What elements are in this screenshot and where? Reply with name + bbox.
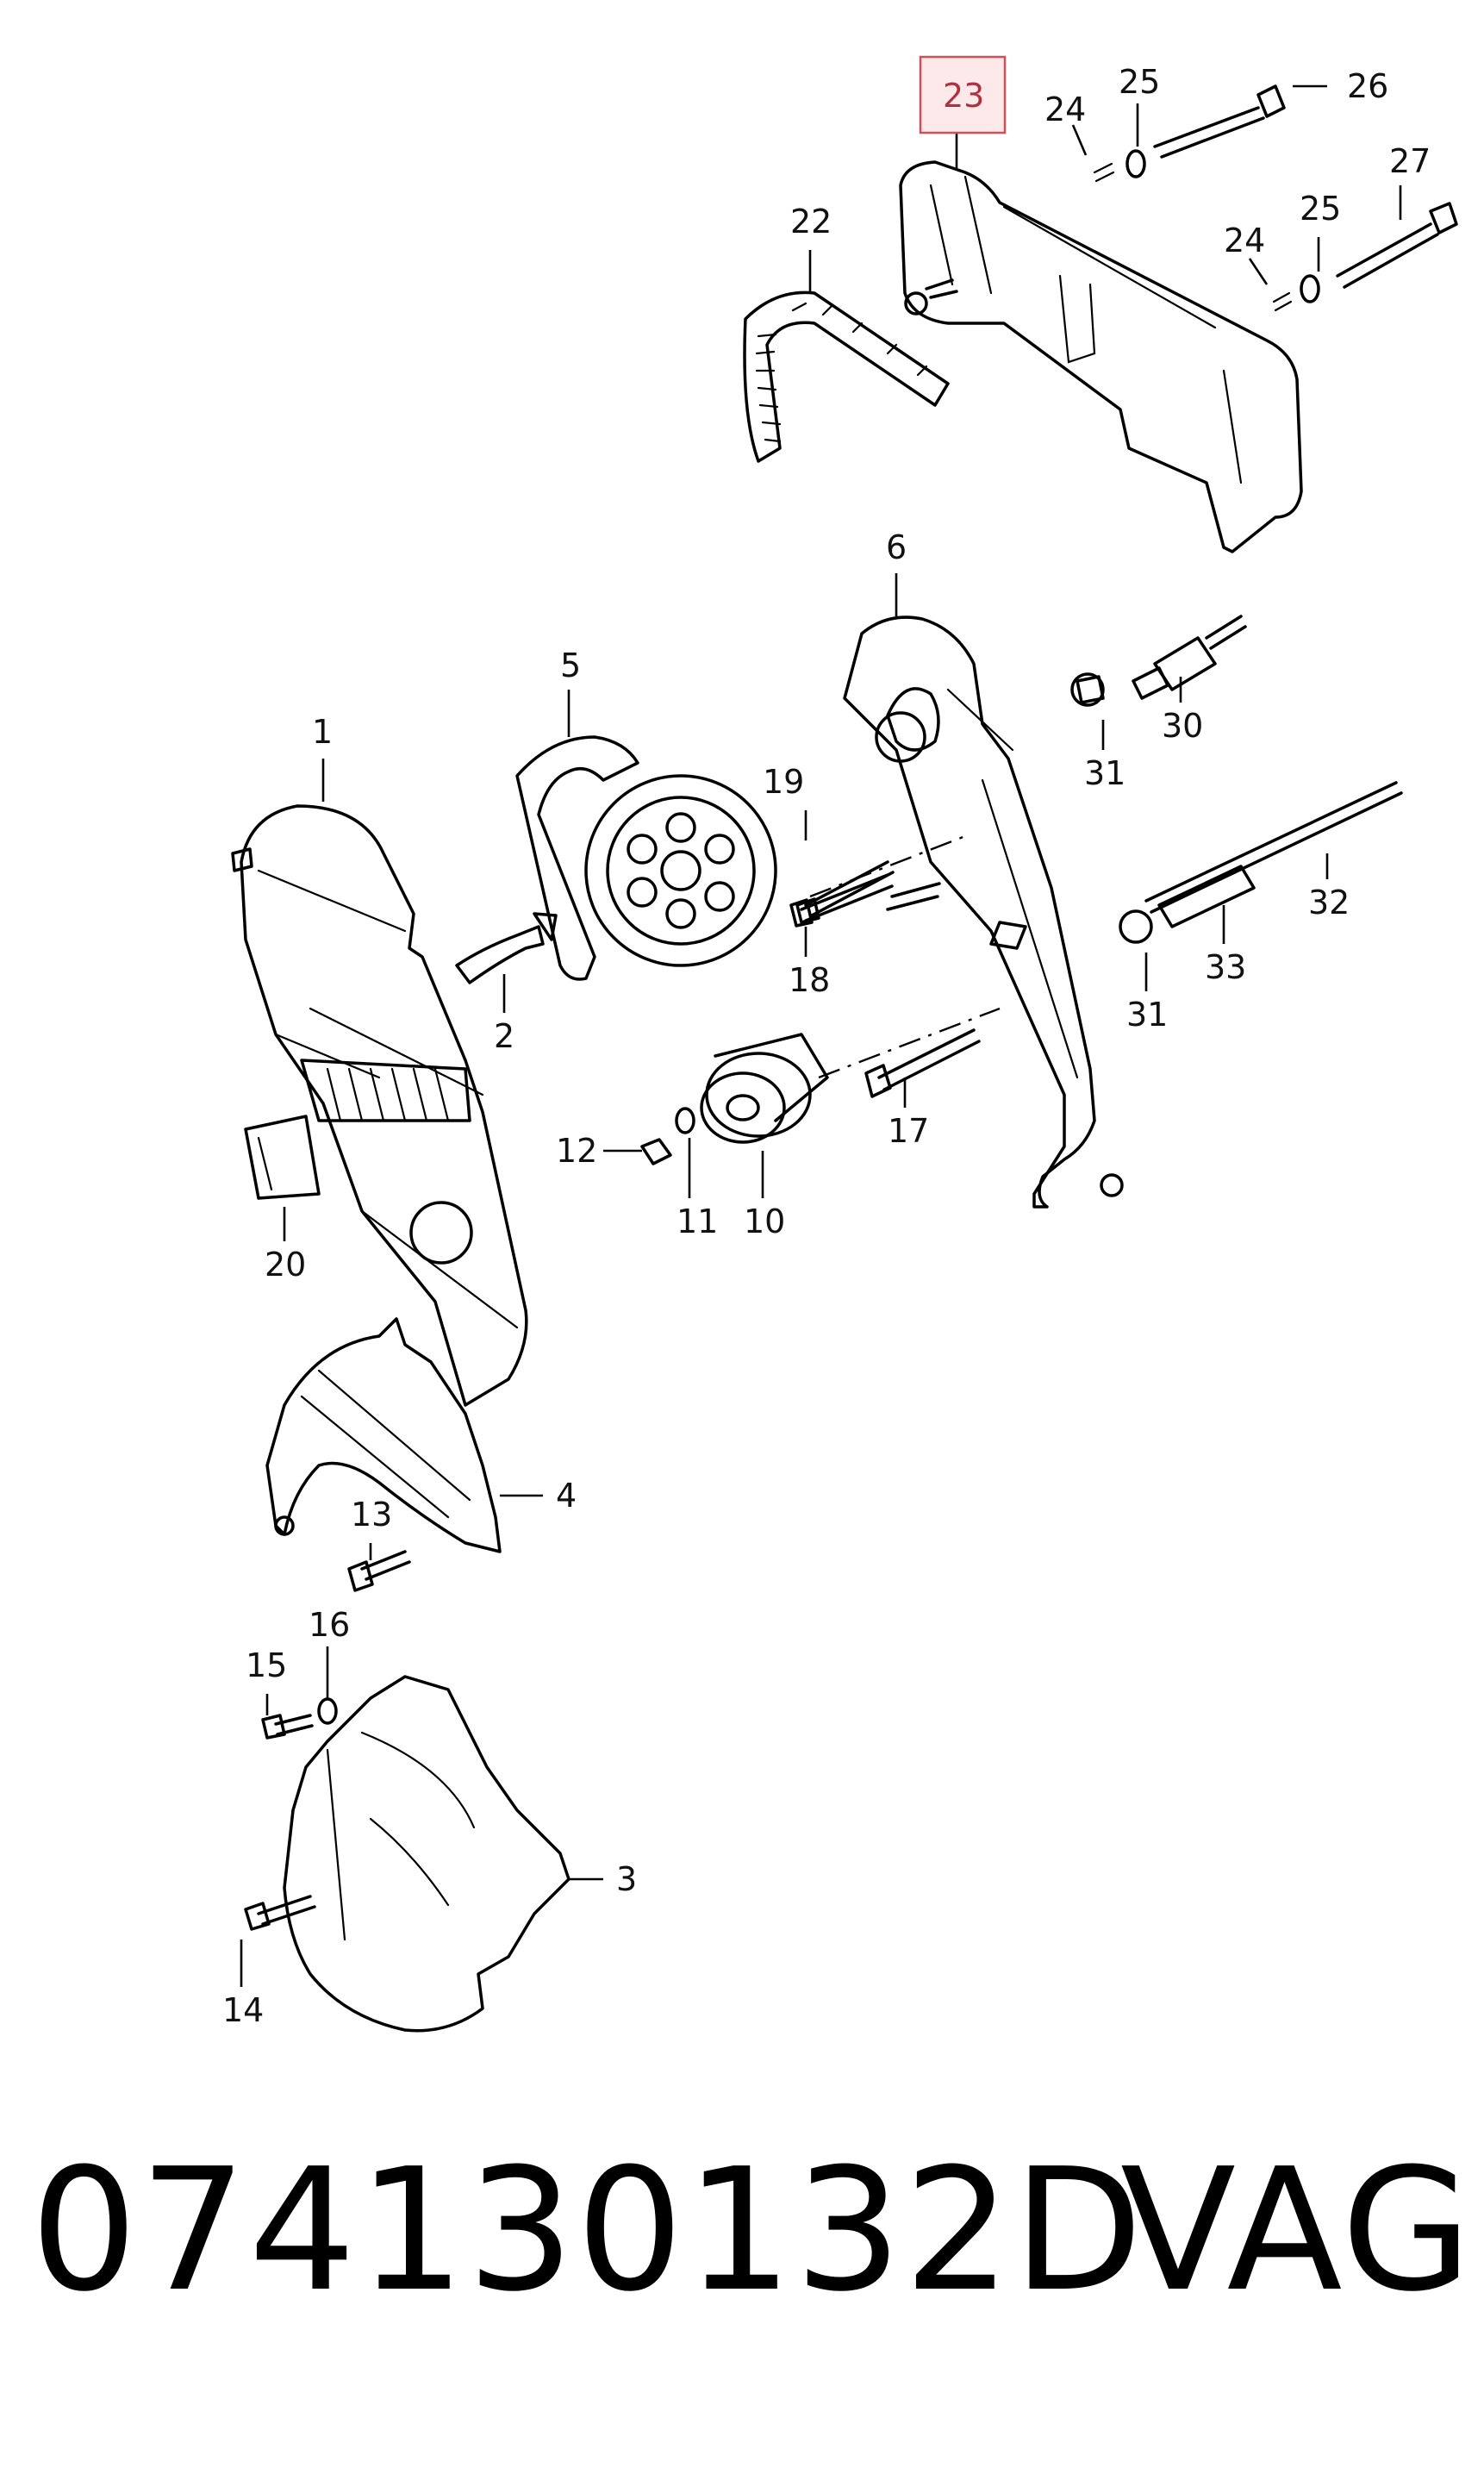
- label-13: 13: [351, 1496, 392, 1534]
- label-4: 4: [556, 1477, 577, 1515]
- part-number: 074130132D: [30, 2133, 1145, 2329]
- timing-belt-segment: [743, 290, 950, 463]
- upper-belt-cover: [899, 160, 1303, 553]
- label-31-upper: 31: [1084, 754, 1125, 792]
- rear-cover: [843, 615, 1124, 1209]
- label-11: 11: [677, 1203, 718, 1240]
- label-17: 17: [888, 1112, 929, 1150]
- brand-name: VAG: [1120, 2133, 1475, 2329]
- label-24-top: 24: [1044, 91, 1086, 128]
- label-32: 32: [1308, 884, 1350, 921]
- label-24-lower: 24: [1224, 222, 1265, 259]
- middle-guard: [265, 1317, 502, 1592]
- label-3: 3: [616, 1860, 637, 1898]
- label-20: 20: [265, 1246, 306, 1284]
- callout-labels: 1 2 3 4 5 6 10 11 12 13 14 15 16 17 18 1…: [222, 63, 1431, 2029]
- label-10: 10: [744, 1203, 785, 1240]
- label-2: 2: [494, 1017, 514, 1055]
- label-23: 23: [943, 77, 984, 115]
- label-22: 22: [790, 203, 832, 241]
- mid-fasteners: [640, 834, 1001, 1165]
- label-16: 16: [309, 1606, 350, 1644]
- upper-fasteners: [1093, 84, 1458, 312]
- label-1: 1: [312, 713, 333, 751]
- leader-lines: [240, 84, 1402, 1987]
- highlight-box: [919, 55, 1007, 134]
- label-14: 14: [222, 1991, 264, 2029]
- label-15: 15: [246, 1646, 287, 1684]
- studs-and-nuts: [1070, 615, 1403, 944]
- label-5: 5: [560, 647, 581, 684]
- bracket: [244, 1115, 321, 1200]
- label-6: 6: [886, 528, 907, 566]
- tensioner-pulley: [700, 1033, 829, 1144]
- label-12: 12: [556, 1132, 597, 1170]
- label-25-top: 25: [1119, 63, 1160, 101]
- label-18: 18: [789, 961, 830, 999]
- clip: [455, 912, 558, 984]
- label-19: 19: [763, 763, 804, 801]
- label-33: 33: [1205, 948, 1246, 986]
- label-30: 30: [1162, 707, 1203, 745]
- label-26: 26: [1347, 67, 1388, 105]
- front-cover: [231, 804, 528, 1407]
- label-27: 27: [1389, 142, 1431, 180]
- label-31-lower: 31: [1126, 996, 1168, 1034]
- belt-and-sprocket: [515, 735, 777, 981]
- lower-guard: [244, 1675, 571, 2033]
- label-25-lower: 25: [1300, 190, 1341, 228]
- footer: 074130132D VAG: [0, 2146, 1484, 2371]
